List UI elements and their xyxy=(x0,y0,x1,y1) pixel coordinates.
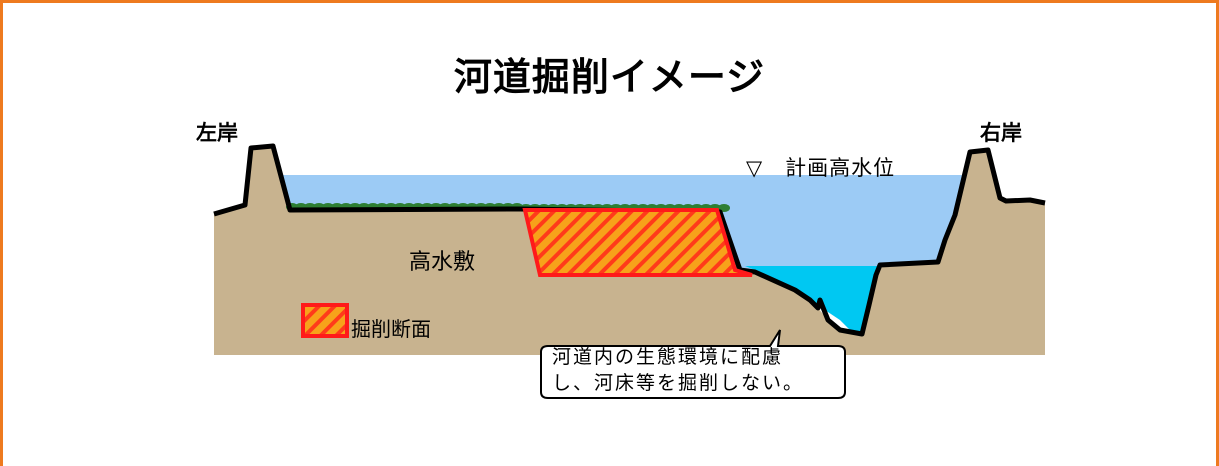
high-water-area xyxy=(282,175,962,334)
floodplain-label: 高水敷 xyxy=(409,250,476,275)
excavation-section xyxy=(522,208,753,277)
diagram-title: 河道掘削イメージ xyxy=(453,55,766,99)
callout-bubble xyxy=(540,329,846,399)
high-water-level-label: ▽ 計画高水位 xyxy=(746,156,896,180)
legend-label: 掘削断面 xyxy=(351,317,431,341)
callout-line-2: し、河床等を掘削しない。 xyxy=(552,372,805,394)
left-bank-label: 左岸 xyxy=(196,121,238,145)
ground-outline xyxy=(213,143,1046,337)
low-water-channel xyxy=(745,265,940,334)
legend-swatch xyxy=(301,303,349,338)
callout-line-1: 河道内の生態環境に配慮 xyxy=(552,346,784,368)
callout-text: 河道内の生態環境に配慮 し、河床等を掘削しない。 xyxy=(552,344,804,396)
right-bank-label: 右岸 xyxy=(980,121,1022,145)
